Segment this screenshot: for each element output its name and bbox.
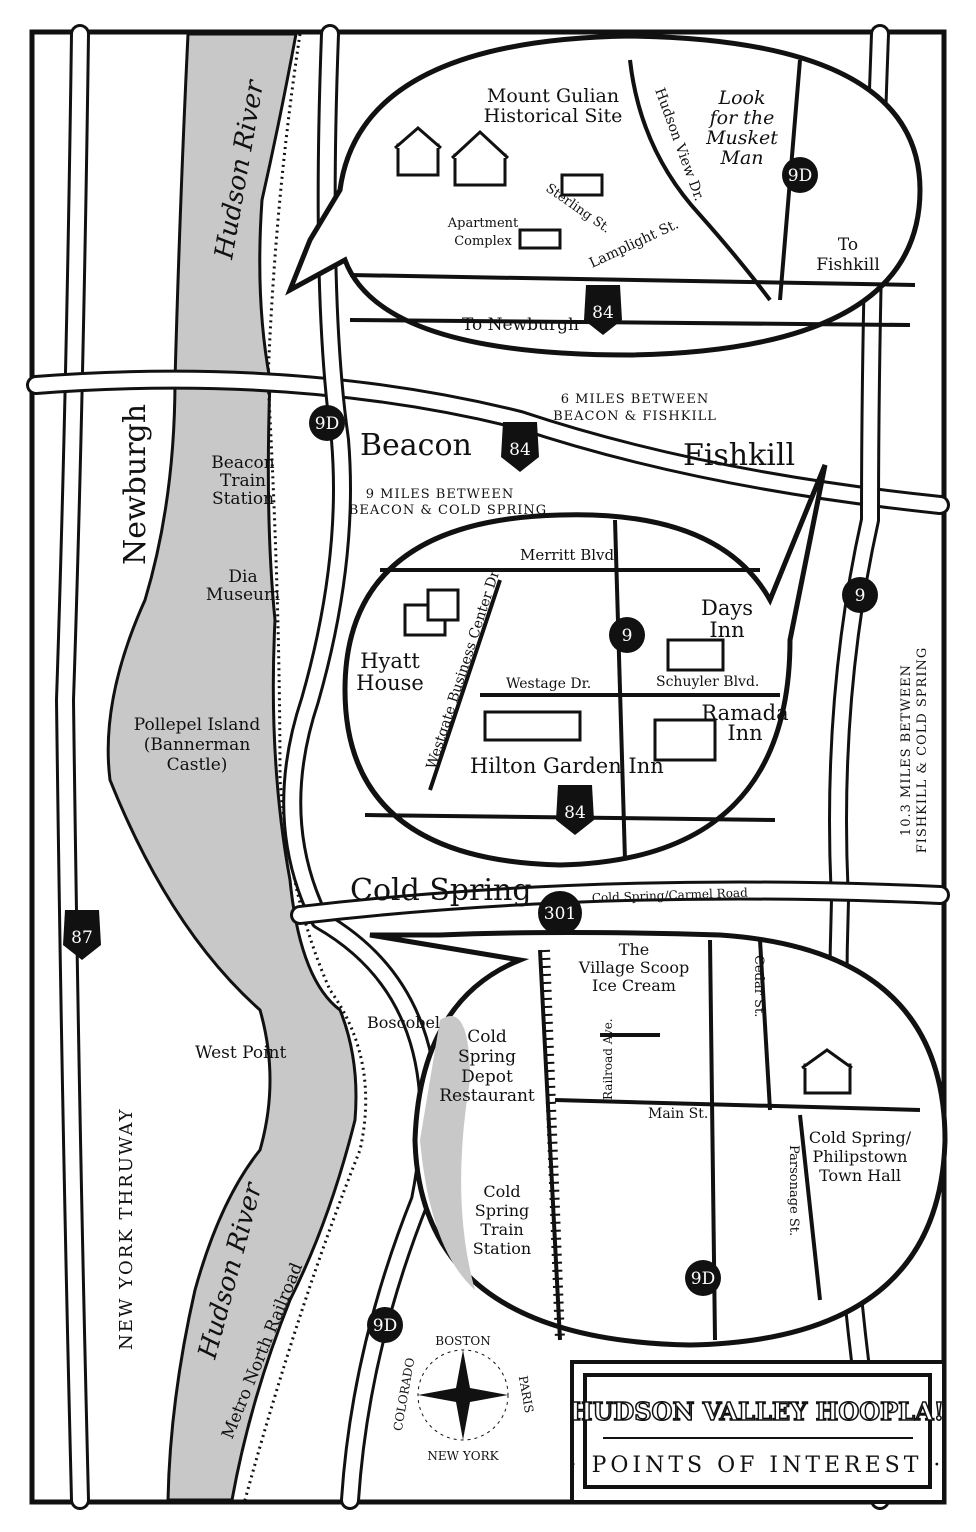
newburgh-label: Newburgh: [118, 404, 153, 565]
ten-miles-label: 10.3 MILES BETWEENFISHKILL & COLD SPRING: [899, 647, 930, 853]
westage-dr-label: Westage Dr.: [506, 676, 591, 692]
svg-text:9D: 9D: [373, 1316, 397, 1336]
main-st-label: Main St.: [648, 1106, 708, 1122]
shield-301: 301: [538, 891, 582, 935]
svg-text:9: 9: [622, 626, 633, 646]
cold-spring-label: Cold Spring: [350, 873, 532, 908]
svg-text:9: 9: [855, 586, 866, 606]
mount-gulian-house-icon: [394, 126, 510, 187]
west-point-label: West Point: [195, 1043, 286, 1063]
schuyler-blvd-label: Schuyler Blvd.: [656, 674, 759, 690]
railroad-ave-label: Railroad Ave.: [601, 1018, 615, 1100]
hilton-garden-inn-label: Hilton Garden Inn: [470, 754, 664, 778]
boscobel-label: Boscobel: [367, 1013, 440, 1032]
shield-9-right: 9: [842, 577, 878, 613]
apartment-building-icon: [518, 173, 604, 250]
town-hall-icon: [801, 1048, 853, 1095]
merritt-blvd-label: Merritt Blvd.: [520, 546, 619, 564]
shield-87: 87: [63, 910, 101, 960]
bottom-inset-river: [420, 1016, 475, 1290]
compass-east: PARIS: [516, 1375, 536, 1414]
title-sub: · POINTS OF INTEREST ·: [570, 1453, 945, 1478]
svg-text:84: 84: [509, 440, 531, 460]
shield-9-middle: 9: [609, 617, 645, 653]
parsonage-st-label: Parsonage St.: [786, 1145, 801, 1236]
svg-text:9D: 9D: [788, 166, 812, 186]
hudson-river: [106, 32, 358, 1502]
shield-9d-bottom-inset: 9D: [685, 1260, 721, 1296]
shield-9d-top: 9D: [782, 157, 818, 193]
compass-south: NEW YORK: [427, 1449, 499, 1463]
shield-9d-beacon: 9D: [309, 405, 345, 441]
title-box: HUDSON VALLEY HOOPLA! · POINTS OF INTERE…: [569, 1360, 946, 1504]
shield-9d-bottom: 9D: [367, 1307, 403, 1343]
beacon-label: Beacon: [360, 428, 472, 463]
cedar-st-label: Cedar St.: [751, 955, 766, 1017]
shield-84-beacon: 84: [501, 422, 539, 472]
shield-84-middle: 84: [556, 785, 594, 835]
compass-rose: BOSTON PARIS NEW YORK COLORADO: [391, 1334, 536, 1463]
ny-thruway-label: NEW YORK THRUWAY: [116, 1107, 137, 1350]
inset-railroad: [540, 949, 565, 1341]
svg-text:87: 87: [71, 928, 93, 948]
hotel-building-icons: [403, 588, 725, 762]
cold-spring-carmel-label: Cold Spring/Carmel Road: [592, 886, 749, 905]
fishkill-label: Fishkill: [683, 438, 795, 473]
svg-text:84: 84: [564, 803, 586, 823]
svg-text:9D: 9D: [691, 1269, 715, 1289]
bottom-inset-bubble: [369, 930, 948, 1348]
route-shields: 9D 84 9D 84 9 84 9 301 87 9D 9D: [63, 157, 878, 1343]
middle-inset-bubble: [342, 464, 828, 868]
title-main: HUDSON VALLEY HOOPLA!: [570, 1397, 944, 1426]
compass-north: BOSTON: [435, 1334, 490, 1348]
to-newburgh-label: To Newburgh: [462, 315, 579, 335]
svg-text:9D: 9D: [315, 414, 339, 434]
svg-text:301: 301: [544, 904, 576, 924]
shield-84-top: 84: [584, 285, 622, 335]
svg-text:84: 84: [592, 303, 614, 323]
